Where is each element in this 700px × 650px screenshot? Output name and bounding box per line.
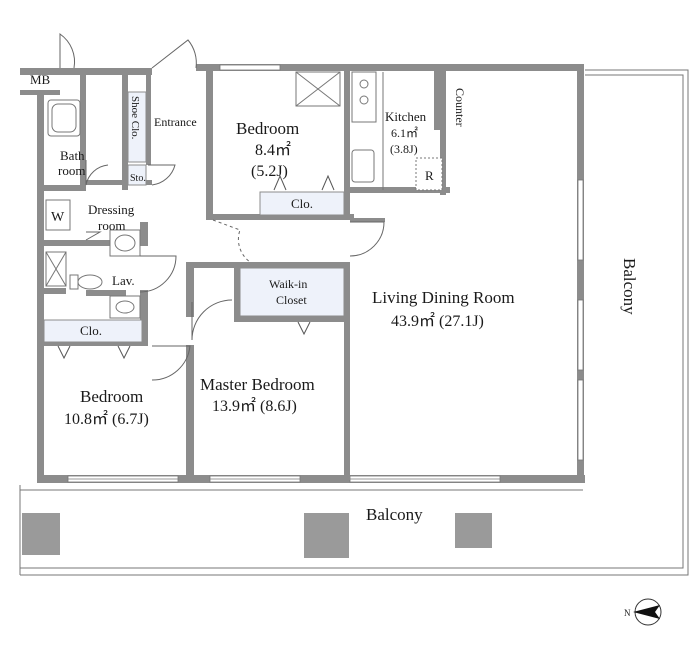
closet-door-marks xyxy=(57,174,335,360)
kitchen-jo: (3.8J) xyxy=(390,142,418,156)
compass-arrow-icon xyxy=(633,605,660,619)
mb-label: MB xyxy=(30,72,51,87)
bedroom2-area: 10.8㎡ (6.7J) xyxy=(64,410,149,428)
bathtub-inner xyxy=(51,103,77,133)
living-area: 43.9㎡ (27.1J) xyxy=(391,312,484,330)
doors xyxy=(59,33,385,381)
bedroom1-title: Bedroom xyxy=(236,119,299,138)
shoe-closet xyxy=(127,91,147,163)
basin-bowl xyxy=(114,234,136,252)
fridge-label: R xyxy=(425,168,434,183)
fridge-box xyxy=(415,157,443,191)
compass: N xyxy=(624,598,662,626)
counter-label: Counter xyxy=(453,88,467,127)
dressing-label: Dressing xyxy=(88,202,135,217)
master-area: 13.9㎡ (8.6J) xyxy=(212,397,297,415)
balcony-pillar xyxy=(22,513,60,555)
master-title: Master Bedroom xyxy=(200,375,315,394)
compass-north-label: N xyxy=(624,608,631,618)
toilet-tank xyxy=(69,274,79,290)
closet-bedroom2 xyxy=(43,319,143,343)
walkin-label-2: Closet xyxy=(276,293,307,307)
bedroom1-area: 8.4㎡ xyxy=(255,141,291,159)
sink-bowl xyxy=(115,300,135,314)
kitchen-title: Kitchen xyxy=(385,109,427,124)
lavatory-label: Lav. xyxy=(112,273,135,288)
kitchen-area: 6.1㎡ xyxy=(391,126,418,140)
walkin-closet xyxy=(239,267,345,317)
bath-room-label: room xyxy=(58,163,85,178)
washer xyxy=(45,199,71,231)
bedroom2-title: Bedroom xyxy=(80,387,143,406)
balcony-pillar xyxy=(304,513,349,558)
toilet xyxy=(77,274,103,290)
storage-closet xyxy=(127,164,147,186)
bedroom1-jo: (5.2J) xyxy=(251,163,288,180)
washer-label: W xyxy=(51,210,65,225)
living-title: Living Dining Room xyxy=(372,288,515,307)
exterior-walls xyxy=(20,64,585,483)
balcony-outline xyxy=(19,69,689,576)
closet-bedroom2-label: Clo. xyxy=(80,323,102,338)
windows xyxy=(67,64,584,483)
kitchen-sink xyxy=(351,149,375,183)
closet-bedroom1 xyxy=(259,191,345,216)
shoe-closet-label: Shoe Clo. xyxy=(129,96,141,140)
bath-label: Bath xyxy=(60,148,85,163)
storage-label: Sto. xyxy=(130,173,146,184)
walkin-label-1: Waik-in xyxy=(269,277,307,291)
balcony-east-label: Balcony xyxy=(620,258,639,315)
dressing-room-label: room xyxy=(98,218,125,233)
entrance-label: Entrance xyxy=(154,115,197,129)
closet-bedroom1-label: Clo. xyxy=(291,196,313,211)
balcony-south-label: Balcony xyxy=(366,505,423,524)
balcony-pillar xyxy=(455,513,492,548)
